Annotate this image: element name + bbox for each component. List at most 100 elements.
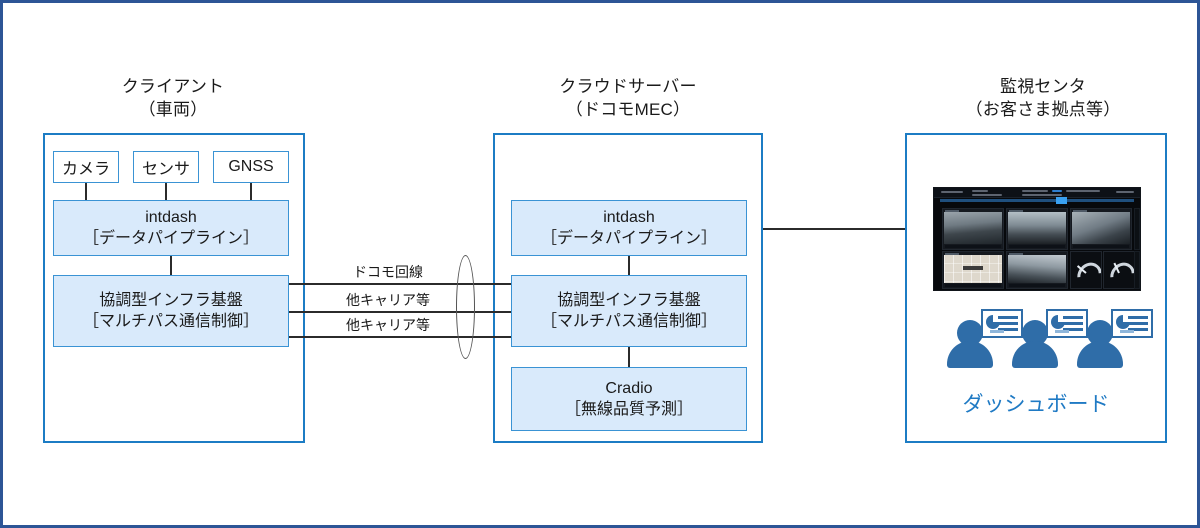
- client-infra-line2: ［マルチパス通信制御］: [82, 313, 259, 330]
- client-intdash-line2: ［データパイプライン］: [82, 230, 259, 247]
- network-link-line-other-2: [289, 336, 511, 338]
- caption-cloud: クラウドサーバー （ドコモMEC）: [498, 75, 758, 121]
- operator-person-2: [1012, 320, 1058, 368]
- dashboard-tile-empty-2: [1134, 251, 1140, 289]
- bar-row-icon: [998, 328, 1018, 331]
- source-box-camera-label: カメラ: [61, 161, 110, 178]
- connector-sensor-to-intdash: [165, 183, 167, 200]
- dashboard-tile-gauge-2[interactable]: [1103, 251, 1135, 289]
- source-box-gnss-label: GNSS: [228, 158, 274, 175]
- dashboard-tile-camera-1[interactable]: [942, 208, 1004, 250]
- client-component-intdash[interactable]: intdash ［データパイプライン］: [53, 200, 289, 256]
- cloud-component-infra[interactable]: 協調型インフラ基盤 ［マルチパス通信制御］: [511, 275, 747, 347]
- caption-cloud-line1: クラウドサーバー: [559, 77, 697, 96]
- pie-chart-icon: [1051, 314, 1066, 329]
- network-link-label-other-2: 他キャリア等: [346, 317, 430, 333]
- bar-row-icon: [1128, 316, 1148, 319]
- dashboard-monitor-icon-3: [1111, 309, 1153, 338]
- tile-footer-strip: [1009, 245, 1065, 248]
- monitor-stand-icon: [1055, 330, 1069, 333]
- bar-row-icon: [1128, 328, 1148, 331]
- cloud-cradio-line2: ［無線品質予測］: [564, 401, 693, 418]
- camera-view-2: [1008, 212, 1066, 244]
- operator-person-3: [1077, 320, 1123, 368]
- network-link-line-other-1: [289, 311, 511, 313]
- network-link-label-other-1: 他キャリア等: [346, 292, 430, 308]
- connector-cloud-infra-to-cradio: [628, 347, 630, 367]
- link-bundle-ellipse-icon: [456, 255, 475, 359]
- caption-cloud-line2: （ドコモMEC）: [565, 100, 691, 119]
- dashboard-logo-chip: [941, 191, 963, 193]
- tile-footer-strip: [1009, 284, 1065, 287]
- cloud-intdash-line2: ［データパイプライン］: [540, 230, 717, 247]
- cloud-infra-line1: 協調型インフラ基盤: [557, 292, 701, 309]
- network-link-label-docomo: ドコモ回線: [353, 264, 423, 280]
- person-body-icon: [1012, 341, 1058, 368]
- cloud-infra-line2: ［マルチパス通信制御］: [540, 313, 717, 330]
- tile-label-chip: [945, 253, 959, 255]
- bar-row-icon: [1063, 322, 1083, 325]
- dashboard-clock-chip: [1116, 191, 1134, 193]
- source-box-gnss[interactable]: GNSS: [213, 151, 289, 183]
- gauge-arc: [1071, 257, 1101, 288]
- connector-cloud-to-monitoring: [763, 228, 906, 230]
- client-infra-line1: 協調型インフラ基盤: [99, 292, 243, 309]
- caption-monitoring: 監視センタ （お客さま拠点等）: [913, 75, 1173, 121]
- dashboard-tile-camera-4[interactable]: [1006, 251, 1068, 289]
- tile-footer-strip: [945, 245, 1001, 248]
- gauge-rpm-icon: [1104, 252, 1134, 288]
- client-component-infra[interactable]: 協調型インフラ基盤 ［マルチパス通信制御］: [53, 275, 289, 347]
- dashboard-tile-gauge-1[interactable]: [1070, 251, 1102, 289]
- bar-row-icon: [1128, 322, 1148, 325]
- connector-client-intdash-to-infra: [170, 256, 172, 275]
- cloud-intdash-line1: intdash: [603, 209, 655, 226]
- dashboard-meta-chip-1: [1022, 190, 1048, 192]
- bar-row-icon: [998, 316, 1018, 319]
- source-box-sensor[interactable]: センサ: [133, 151, 199, 183]
- caption-monitoring-line1: 監視センタ: [1000, 77, 1086, 96]
- bar-row-icon: [1063, 328, 1083, 331]
- dashboard-tile-empty-1: [1134, 208, 1140, 250]
- caption-monitoring-line2: （お客さま拠点等）: [965, 100, 1121, 119]
- map-view: [944, 255, 1002, 283]
- dashboard-scrubber-handle[interactable]: [1056, 197, 1068, 204]
- tile-footer-strip: [1073, 245, 1129, 248]
- client-intdash-line1: intdash: [145, 209, 197, 226]
- connector-cloud-intdash-to-infra: [628, 256, 630, 275]
- cloud-component-intdash[interactable]: intdash ［データパイプライン］: [511, 200, 747, 256]
- network-link-line-docomo: [289, 283, 511, 285]
- dashboard-tile-camera-2[interactable]: [1006, 208, 1068, 250]
- dashboard-tile-camera-3[interactable]: [1070, 208, 1132, 250]
- dashboard-topbar: [934, 188, 1140, 198]
- dashboard-screenshot[interactable]: [933, 187, 1141, 291]
- dashboard-subtitle-chip: [972, 194, 1002, 196]
- tile-label-chip: [945, 210, 959, 212]
- operator-person-1: [947, 320, 993, 368]
- dashboard-title-chip: [972, 190, 988, 192]
- dashboard-monitor-icon-2: [1046, 309, 1088, 338]
- dashboard-meta-chip-2: [1052, 190, 1062, 192]
- dashboard-meta-chip-4: [1022, 194, 1062, 196]
- cloud-cradio-line1: Cradio: [605, 380, 653, 397]
- dashboard-monitor-icon-1: [981, 309, 1023, 338]
- monitor-stand-icon: [1120, 330, 1134, 333]
- dashboard-timeline-scrubber[interactable]: [940, 197, 1134, 204]
- tile-footer-strip: [945, 284, 1001, 287]
- camera-view-4: [1008, 255, 1066, 283]
- caption-client-line1: クライアント: [121, 77, 225, 96]
- caption-client: クライアント （車両）: [43, 75, 303, 121]
- tile-label-chip: [1009, 253, 1023, 255]
- person-body-icon: [947, 341, 993, 368]
- cloud-component-cradio[interactable]: Cradio ［無線品質予測］: [511, 367, 747, 431]
- bar-row-icon: [998, 322, 1018, 325]
- caption-client-line2: （車両）: [138, 100, 208, 119]
- source-box-camera[interactable]: カメラ: [53, 151, 119, 183]
- tile-label-chip: [1073, 210, 1087, 212]
- gauge-speed-icon: [1071, 252, 1101, 288]
- dashboard-tile-map[interactable]: [942, 251, 1004, 289]
- dashboard-tile-grid: [938, 205, 1140, 289]
- connector-camera-to-intdash: [85, 183, 87, 200]
- person-body-icon: [1077, 341, 1123, 368]
- camera-view-1: [944, 212, 1002, 244]
